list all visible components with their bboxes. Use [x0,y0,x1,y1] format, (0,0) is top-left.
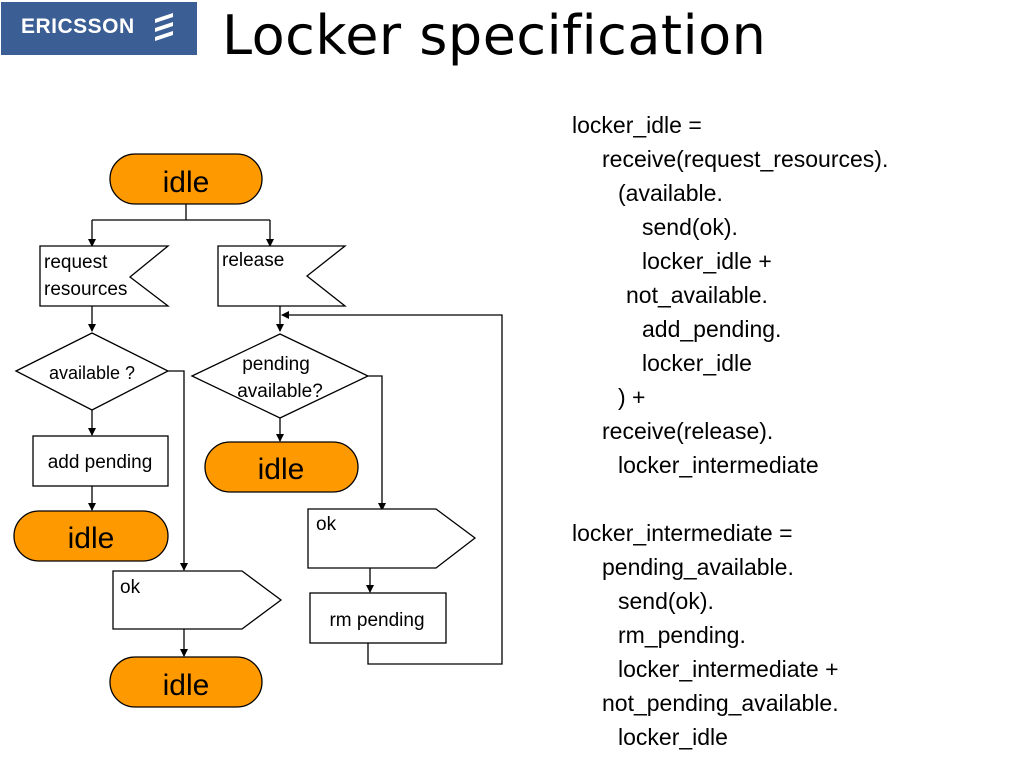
idle-state-middle [204,441,359,493]
code-line: pending_available. [602,554,794,580]
code-line: (available. [618,180,723,206]
logo-text: ERICSSON [21,15,135,38]
code-line: not_pending_available. [602,690,839,716]
page-title: Locker specification [222,4,767,67]
code-line: send(ok). [642,214,738,240]
code-line: send(ok). [618,588,714,614]
locker-flowchart: idle request resources release available… [13,153,503,708]
code-line: receive(request_resources). [602,146,889,172]
request-resources-signal [39,245,170,307]
ok-signal-left-label: ok [120,577,141,598]
request-signal-label-2: resources [44,279,127,300]
available-decision-label: available ? [49,363,135,383]
code-line: not_available. [626,282,768,308]
idle-state-middle-label: idle [258,453,305,486]
ok-signal-right [307,508,477,569]
ericsson-stripes-icon [155,13,173,41]
code-line: locker_idle + [642,248,772,274]
rm-pending-task [309,592,447,644]
pending-decision-label-1: pending [242,354,310,375]
release-signal-label: release [222,250,284,271]
code-line: locker_idle = [572,112,702,138]
pending-decision-label-2: available? [237,381,323,402]
idle-state-left-label: idle [68,522,115,555]
available-decision [14,332,170,411]
code-line: rm_pending. [618,622,746,648]
ericsson-logo: ERICSSON [1,2,197,55]
release-signal [217,245,347,307]
idle-state-top-label: idle [163,166,210,199]
pending-available-decision [190,333,370,419]
code-line: locker_intermediate [618,452,819,478]
add-pending-task [32,435,169,487]
code-line: locker_idle [642,350,752,376]
ok-signal-right-label: ok [316,514,337,535]
idle-state-bottom [109,656,263,708]
idle-state-bottom-label: idle [163,669,210,702]
code-line: receive(release). [602,418,774,444]
code-line: locker_idle [618,724,728,750]
idle-state-top [109,153,263,205]
ok-signal-left [112,570,283,630]
code-line: ) + [618,384,646,410]
code-line: locker_intermediate + [618,656,839,682]
idle-state-left [13,510,169,562]
request-signal-label-1: request [44,252,108,273]
rm-pending-label: rm pending [329,610,424,631]
code-line: add_pending. [642,316,782,342]
add-pending-label: add pending [48,452,153,473]
code-line: locker_intermediate = [572,520,793,546]
